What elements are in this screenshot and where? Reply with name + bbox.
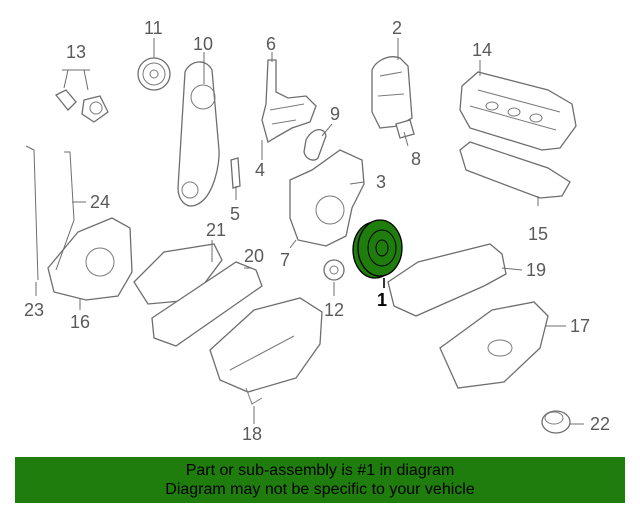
callout-14: 14 bbox=[472, 40, 492, 60]
valve-cover-gasket bbox=[459, 141, 571, 199]
callout-20: 20 bbox=[244, 246, 264, 266]
callout-7: 7 bbox=[280, 250, 290, 270]
callout-5: 5 bbox=[230, 204, 240, 224]
banner-line-1: Part or sub-assembly is #1 in diagram bbox=[185, 462, 455, 479]
lower-timing-cover bbox=[289, 149, 365, 247]
crankshaft-pulley bbox=[352, 219, 403, 279]
leader-lines bbox=[35, 38, 584, 425]
callout-22: 22 bbox=[590, 414, 610, 434]
callout-2: 2 bbox=[392, 18, 402, 38]
timing-belt bbox=[177, 61, 220, 207]
disclaimer-banner: Part or sub-assembly is #1 in diagram Di… bbox=[15, 457, 625, 503]
callout-3: 3 bbox=[376, 172, 386, 192]
oil-pan-gasket bbox=[387, 243, 507, 317]
valve-cover bbox=[459, 71, 577, 151]
callout-15: 15 bbox=[528, 224, 548, 244]
callout-18: 18 bbox=[242, 424, 262, 444]
callout-9: 9 bbox=[330, 104, 340, 124]
rear-bracket bbox=[261, 59, 317, 143]
dowel-pin bbox=[230, 157, 241, 189]
banner-line-2: Diagram may not be specific to your vehi… bbox=[165, 481, 475, 498]
oil-filter bbox=[541, 410, 571, 434]
upper-timing-cover bbox=[371, 56, 413, 129]
callout-10: 10 bbox=[193, 34, 213, 54]
callout-17: 17 bbox=[570, 316, 590, 336]
callout-8: 8 bbox=[411, 149, 421, 169]
callout-6: 6 bbox=[266, 34, 276, 54]
callout-1: 1 bbox=[377, 290, 387, 310]
oil-pump bbox=[47, 217, 133, 301]
callout-12: 12 bbox=[324, 300, 344, 320]
dipstick-tube bbox=[55, 151, 75, 271]
callout-4: 4 bbox=[255, 160, 265, 180]
crank-timing-gear bbox=[323, 259, 345, 281]
oil-pan-gasket-lower bbox=[151, 261, 263, 347]
callout-23: 23 bbox=[24, 300, 44, 320]
clip bbox=[303, 129, 327, 161]
callout-19: 19 bbox=[526, 260, 546, 280]
gasket-clip bbox=[395, 119, 415, 139]
dipstick bbox=[25, 145, 39, 281]
exploded-parts-diagram: 1 2 3 4 5 6 7 8 9 10 11 12 13 14 15 16 1… bbox=[24, 18, 610, 444]
callout-21: 21 bbox=[206, 220, 226, 240]
callout-11: 11 bbox=[144, 18, 163, 38]
thermostat-housing bbox=[54, 89, 109, 123]
cam-pulley bbox=[137, 57, 171, 91]
callout-24: 24 bbox=[90, 192, 110, 212]
callout-16: 16 bbox=[70, 312, 90, 332]
callout-13: 13 bbox=[66, 42, 86, 62]
oil-pan bbox=[209, 297, 323, 405]
oil-pan-rear bbox=[439, 301, 549, 389]
